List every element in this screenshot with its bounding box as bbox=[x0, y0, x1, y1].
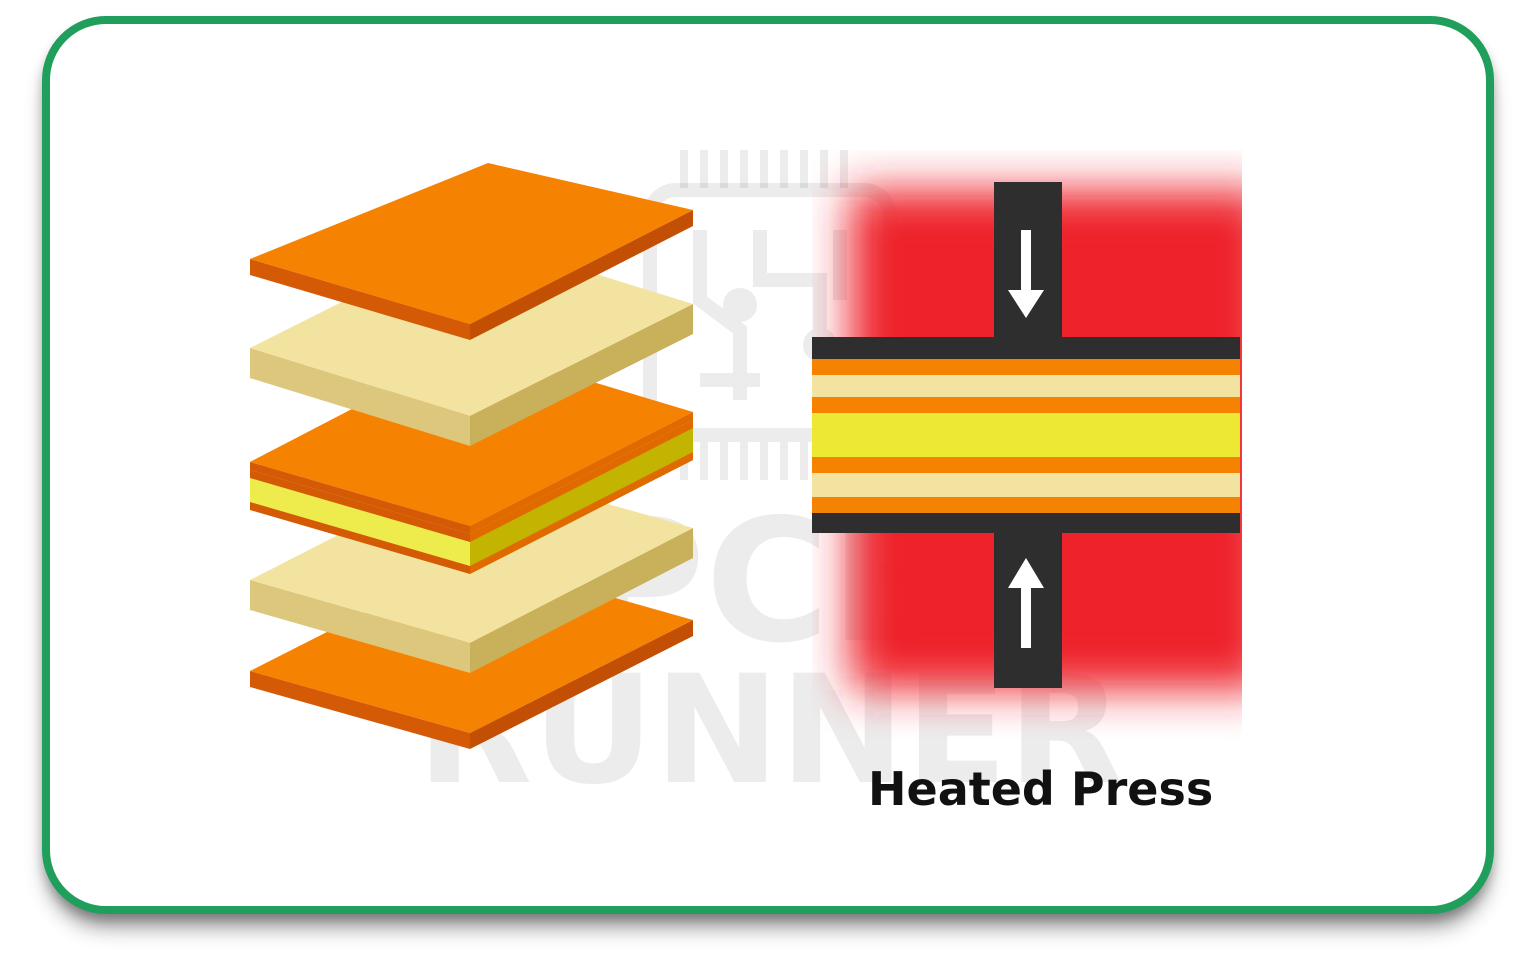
layer-stack bbox=[250, 163, 693, 749]
heated-press bbox=[812, 182, 1242, 690]
copper-foil-top bbox=[250, 163, 693, 340]
press-plate-bottom bbox=[812, 513, 1240, 533]
press-stack bbox=[812, 337, 1240, 533]
press-plate-top bbox=[812, 337, 1240, 359]
diagram-caption: Heated Press bbox=[868, 762, 1214, 816]
arrow-up-icon bbox=[1008, 558, 1044, 648]
arrow-down-icon bbox=[1008, 230, 1044, 318]
